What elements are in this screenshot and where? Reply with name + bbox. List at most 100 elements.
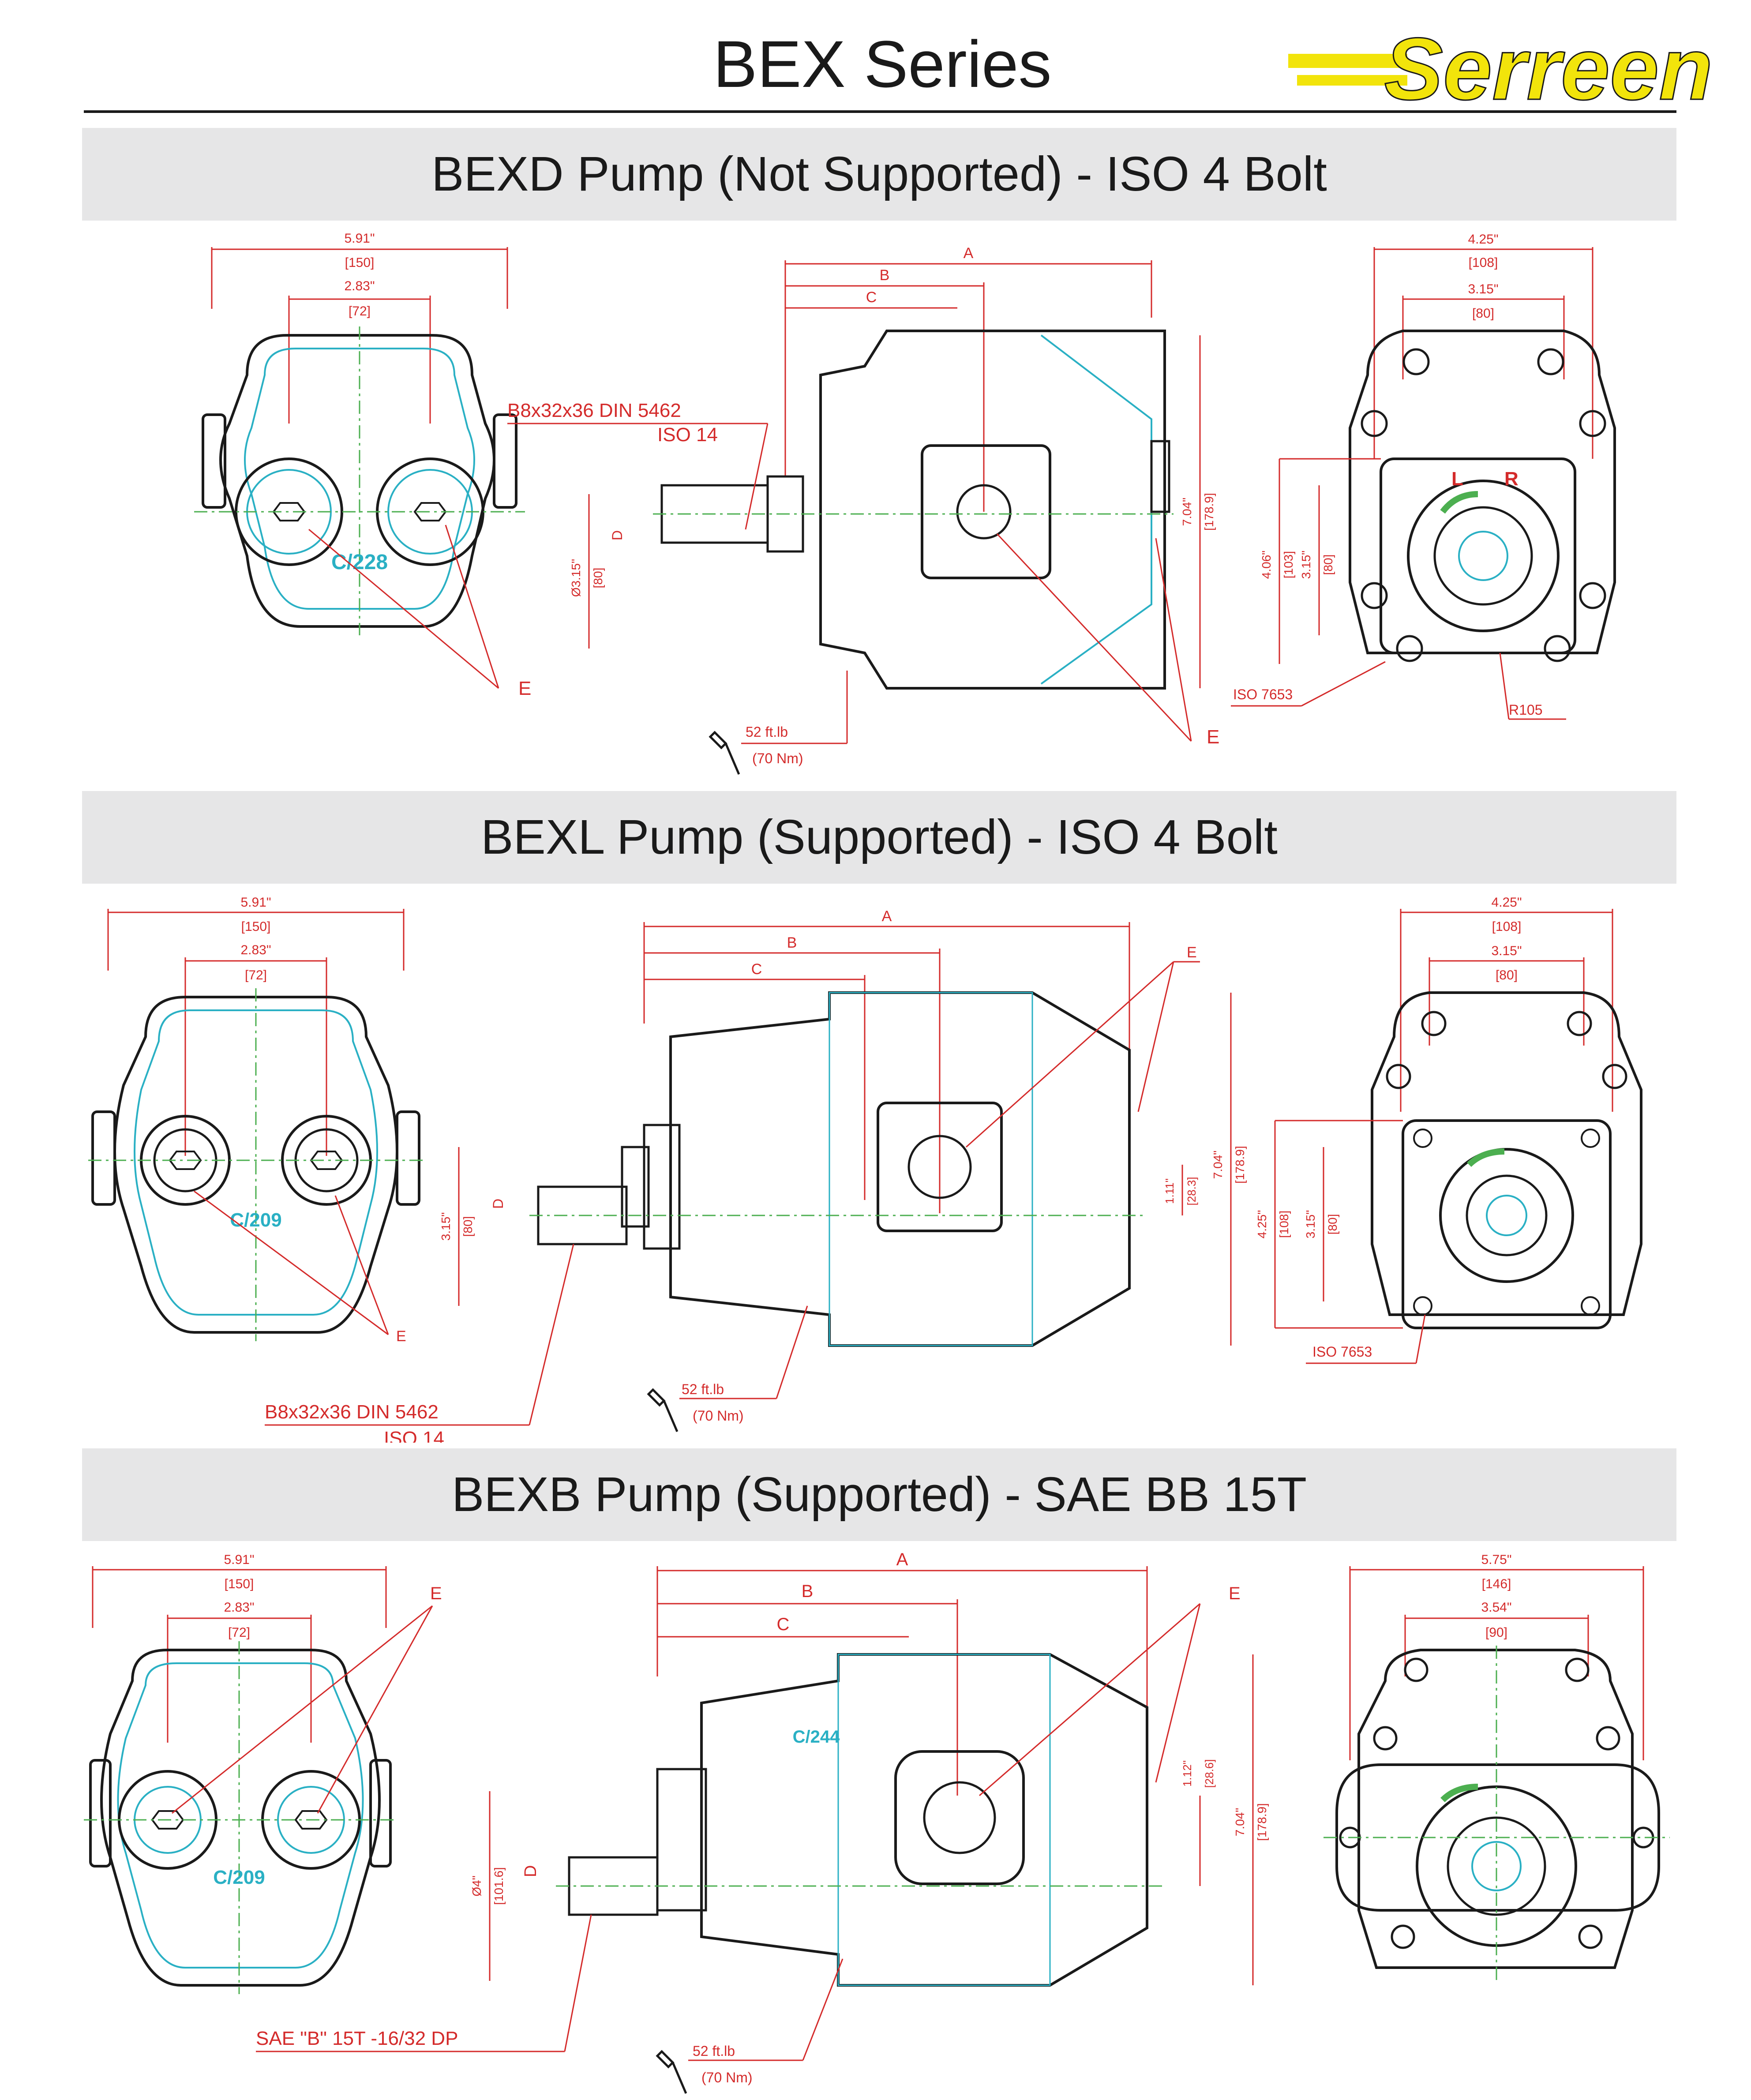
svg-text:D: D	[521, 1865, 540, 1877]
section-title: BEXD Pump (Not Supported) - ISO 4 Bolt	[431, 147, 1327, 201]
bexl-front-view: 5.91" [150] 2.83" [72] C/209 E	[88, 895, 424, 1345]
svg-text:2.83": 2.83"	[224, 1600, 254, 1615]
bexl-side-view: A B C 3.15" [80] D 7.04" [178.9] 1.11" […	[265, 908, 1247, 1443]
svg-text:[178.9]: [178.9]	[1255, 1803, 1269, 1841]
svg-text:E: E	[1207, 726, 1219, 748]
svg-text:C: C	[866, 289, 877, 306]
svg-text:[150]: [150]	[345, 255, 375, 270]
svg-text:[80]: [80]	[1321, 555, 1335, 575]
bexl-rear-view: 4.25" [108] 3.15" [80] 4.25" [108] 3.15"…	[1255, 895, 1642, 1364]
rotation-arrow-icon	[1440, 491, 1478, 514]
svg-text:[80]: [80]	[591, 568, 605, 589]
svg-text:(70 Nm): (70 Nm)	[701, 2070, 753, 2085]
svg-text:B8x32x36 DIN 5462: B8x32x36 DIN 5462	[265, 1401, 439, 1423]
svg-text:[108]: [108]	[1492, 919, 1522, 934]
svg-text:ISO 7653: ISO 7653	[1312, 1344, 1372, 1360]
section-band-bexb: BEXB Pump (Supported) - SAE BB 15T	[82, 1448, 1676, 1541]
section-band-bexd: BEXD Pump (Not Supported) - ISO 4 Bolt	[82, 128, 1676, 221]
svg-text:2.83": 2.83"	[240, 943, 271, 957]
bexb-front-view: 5.91" [150] 2.83" [72] C/209 E	[84, 1552, 442, 1994]
svg-text:5.75": 5.75"	[1481, 1552, 1511, 1567]
svg-text:(70 Nm): (70 Nm)	[693, 1408, 744, 1424]
svg-text:7.04": 7.04"	[1180, 498, 1194, 526]
wrench-icon	[709, 731, 740, 775]
svg-text:[90]: [90]	[1485, 1625, 1507, 1640]
bexb-rear-view: 5.75" [146] 3.54" [90]	[1324, 1552, 1670, 1981]
svg-text:5.91": 5.91"	[224, 1552, 254, 1567]
svg-text:[80]: [80]	[1472, 306, 1494, 321]
svg-text:B8x32x36 DIN 5462: B8x32x36 DIN 5462	[507, 400, 681, 421]
port-code: C/209	[230, 1209, 281, 1231]
svg-text:52 ft.lb: 52 ft.lb	[746, 724, 788, 740]
svg-text:C/244: C/244	[793, 1727, 840, 1747]
section-title: BEXB Pump (Supported) - SAE BB 15T	[451, 1467, 1307, 1522]
svg-text:D: D	[490, 1199, 506, 1209]
svg-text:[72]: [72]	[245, 968, 267, 982]
svg-text:1.11": 1.11"	[1163, 1178, 1176, 1204]
svg-text:E: E	[518, 678, 531, 699]
svg-text:[28.6]: [28.6]	[1203, 1759, 1216, 1788]
svg-text:[80]: [80]	[461, 1216, 475, 1237]
port-code: C/228	[331, 551, 388, 574]
svg-text:[108]: [108]	[1277, 1211, 1291, 1238]
svg-text:R: R	[1504, 468, 1519, 490]
svg-text:R105: R105	[1509, 702, 1543, 718]
svg-text:B: B	[880, 267, 890, 284]
svg-text:52 ft.lb: 52 ft.lb	[682, 1381, 724, 1397]
svg-text:(70 Nm): (70 Nm)	[752, 750, 803, 766]
title-rule	[84, 110, 1676, 113]
bexb-side-view: A B C C/244 Ø4" [101.6] D 7.04" [178.9] …	[256, 1550, 1269, 2094]
svg-text:[80]: [80]	[1326, 1214, 1339, 1235]
svg-text:[178.9]: [178.9]	[1233, 1146, 1247, 1184]
section-band-bexl: BEXL Pump (Supported) - ISO 4 Bolt	[82, 791, 1676, 884]
svg-text:[103]: [103]	[1282, 551, 1295, 578]
svg-text:E: E	[1187, 944, 1197, 961]
svg-text:[28.3]: [28.3]	[1185, 1177, 1198, 1205]
rotation-arrow-icon	[1467, 1148, 1505, 1167]
page-title: BEX Series	[713, 27, 1052, 101]
svg-text:[108]: [108]	[1469, 255, 1498, 270]
svg-text:4.25": 4.25"	[1491, 895, 1522, 910]
svg-text:3.15": 3.15"	[1468, 282, 1498, 296]
port-code: C/209	[213, 1867, 265, 1888]
svg-text:7.04": 7.04"	[1211, 1151, 1225, 1179]
svg-text:[101.6]: [101.6]	[492, 1867, 506, 1905]
svg-text:[72]: [72]	[349, 304, 371, 319]
svg-text:3.54": 3.54"	[1481, 1600, 1511, 1615]
svg-text:4.06": 4.06"	[1260, 551, 1273, 579]
svg-text:ISO 14: ISO 14	[657, 424, 718, 446]
brand-logo: Serreen	[1288, 19, 1714, 110]
wrench-icon	[647, 1388, 679, 1432]
bexd-side-view: A B C Ø3.15" [80] D 7.04" [178.9] B8x32x…	[507, 245, 1219, 775]
svg-text:C: C	[751, 961, 762, 978]
svg-text:[80]: [80]	[1496, 968, 1518, 982]
bexb-drawings: 5.91" [150] 2.83" [72] C/209 E A B C	[84, 1550, 1670, 2094]
svg-text:A: A	[896, 1550, 908, 1569]
bexl-drawings: 5.91" [150] 2.83" [72] C/209 E A B C	[88, 895, 1642, 1443]
svg-text:Ø3.15": Ø3.15"	[569, 559, 583, 597]
logo-wordmark: Serreen	[1384, 20, 1713, 110]
svg-text:7.04": 7.04"	[1233, 1808, 1247, 1836]
svg-text:[178.9]: [178.9]	[1202, 493, 1216, 531]
svg-text:E: E	[396, 1328, 406, 1345]
svg-text:3.15": 3.15"	[1491, 944, 1522, 958]
svg-text:C: C	[777, 1615, 790, 1634]
svg-text:E: E	[1229, 1584, 1241, 1603]
svg-text:B: B	[802, 1582, 814, 1601]
svg-text:3.15": 3.15"	[439, 1212, 453, 1241]
svg-text:ISO 7653: ISO 7653	[1233, 686, 1293, 702]
bexd-front-view: 5.91" [150] 2.83" [72] C/228 E	[194, 231, 531, 699]
svg-text:2.83": 2.83"	[344, 279, 375, 293]
svg-text:ISO 14: ISO 14	[384, 1428, 444, 1443]
svg-text:1.12": 1.12"	[1181, 1760, 1194, 1787]
svg-text:52 ft.lb: 52 ft.lb	[693, 2043, 735, 2059]
svg-text:3.15": 3.15"	[1304, 1210, 1317, 1238]
svg-text:5.91": 5.91"	[240, 895, 271, 910]
svg-text:E: E	[430, 1584, 442, 1603]
svg-text:[150]: [150]	[225, 1577, 254, 1591]
svg-text:5.91": 5.91"	[344, 231, 375, 246]
bexd-drawings: 5.91" [150] 2.83" [72] C/228 E A B C	[194, 231, 1616, 775]
svg-text:3.15": 3.15"	[1299, 551, 1313, 579]
svg-text:[72]: [72]	[228, 1625, 250, 1640]
svg-text:A: A	[882, 908, 892, 925]
